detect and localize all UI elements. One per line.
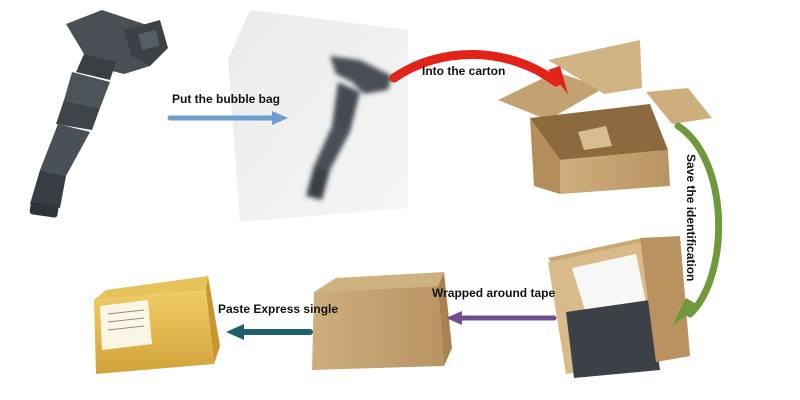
ignition-coil-icon (29, 10, 168, 218)
express-label-box-icon (94, 276, 220, 374)
arrow-identification (672, 122, 723, 326)
open-carton-icon (498, 40, 712, 194)
step-label-bubble-bag: Put the bubble bag (172, 92, 280, 106)
bubble-bag-icon (228, 10, 408, 222)
arrow-express (226, 324, 313, 340)
identification-box-icon (548, 236, 690, 378)
step-label-tape: Wrapped around tape (432, 286, 556, 300)
step-label-identification: Save the identification (684, 154, 698, 282)
step-label-express: Paste Express single (218, 302, 339, 316)
step-label-carton: Into the carton (422, 64, 506, 78)
arrow-carton (389, 50, 568, 94)
arrow-bubble-bag (167, 111, 288, 125)
arrow-tape (446, 311, 557, 325)
taped-box-icon (312, 272, 452, 370)
